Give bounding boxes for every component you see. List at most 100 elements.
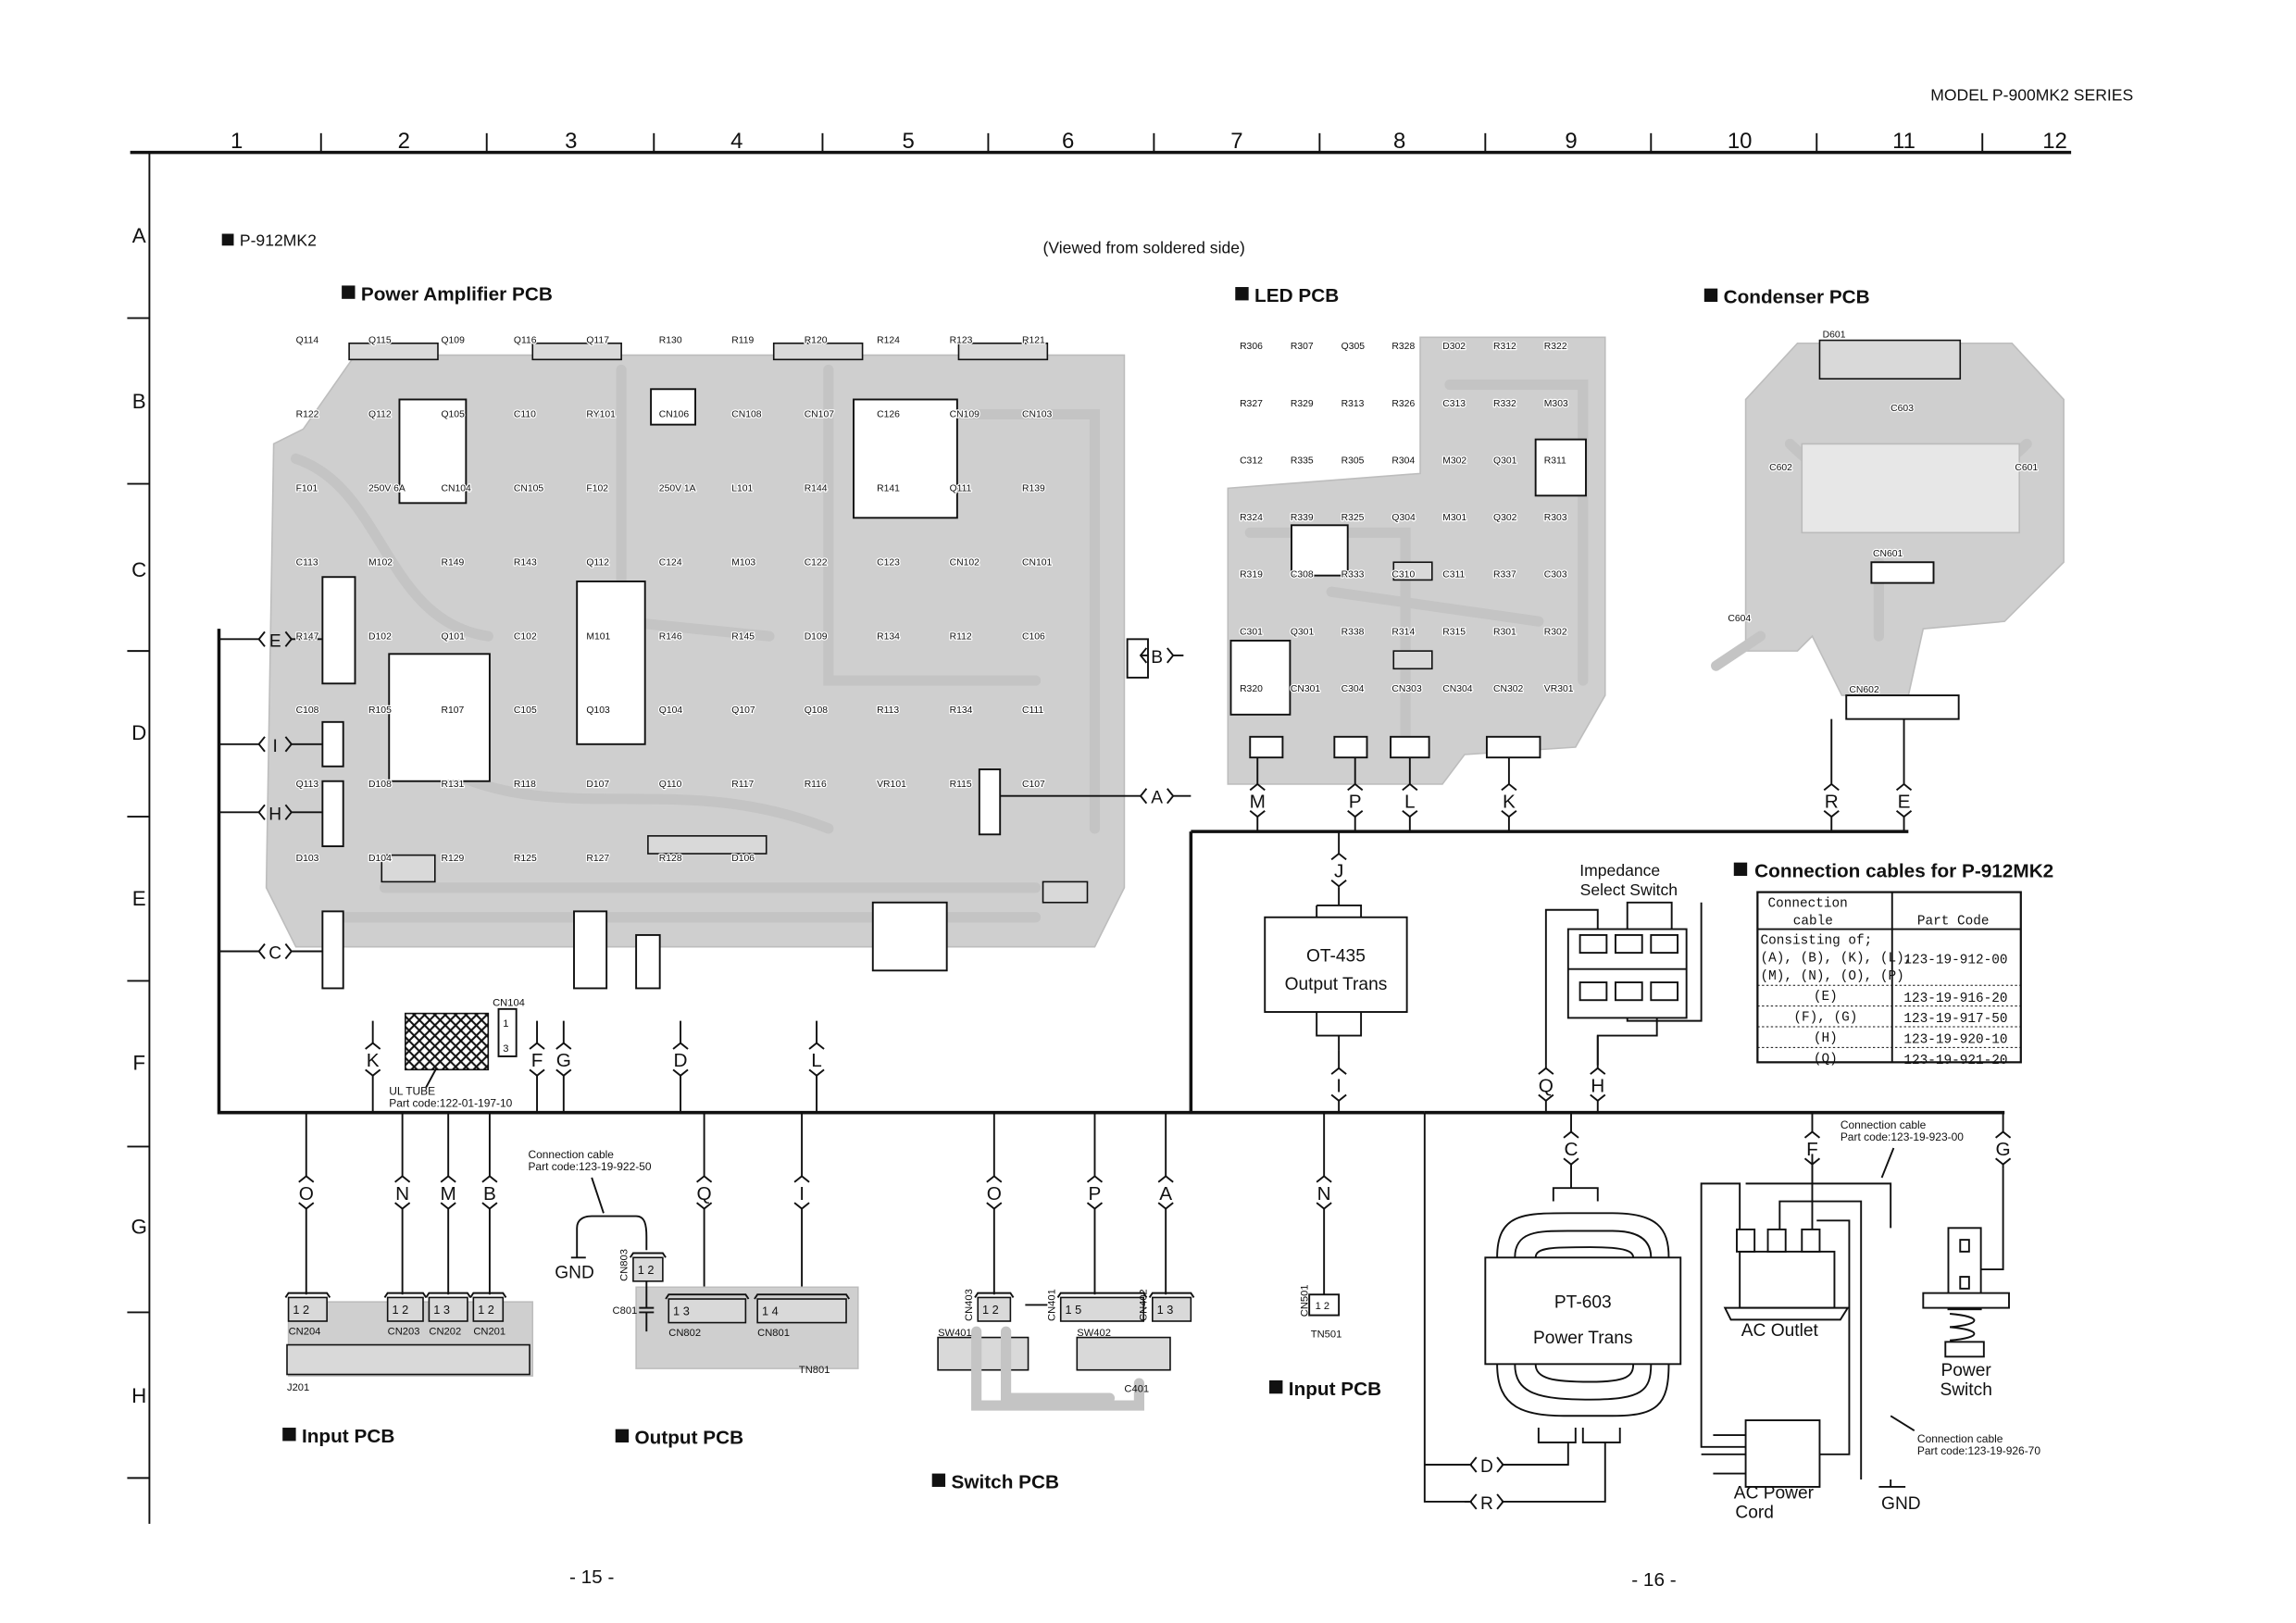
grid-row-label: E xyxy=(132,887,146,910)
part-label: R134 xyxy=(877,631,900,642)
section-title-condenser: Condenser PCB xyxy=(1703,287,1870,308)
part-label: CN106 xyxy=(659,410,690,420)
connector-marker-C: C xyxy=(218,943,323,963)
part-label: M302 xyxy=(1442,456,1466,466)
part-label: CN601 xyxy=(1873,549,1903,559)
connector-pins: 1 2 xyxy=(392,1303,408,1317)
part-label: M301 xyxy=(1442,513,1466,523)
svg-text:Power Amplifier PCB: Power Amplifier PCB xyxy=(361,283,553,305)
input-pcb-right: 1 2 CN501 TN501 xyxy=(1300,1284,1342,1340)
part-label: F102 xyxy=(586,484,608,494)
part-label: Q113 xyxy=(296,780,319,790)
connector-letter: G xyxy=(1996,1139,2011,1160)
part-label: D102 xyxy=(368,631,392,642)
connector-letter: I xyxy=(799,1183,805,1205)
cable-cell: (F), (G) xyxy=(1793,1011,1857,1026)
part-label: C126 xyxy=(877,410,900,420)
connector-letter: F xyxy=(1806,1139,1818,1160)
connector-letter: I xyxy=(1336,1075,1341,1096)
svg-text:AC Outlet: AC Outlet xyxy=(1741,1321,1819,1341)
svg-text:LED PCB: LED PCB xyxy=(1254,285,1339,306)
connector-letter: E xyxy=(269,631,281,651)
section-title-power-amp: Power Amplifier PCB xyxy=(342,283,553,305)
cable-cell: Consisting of; xyxy=(1761,934,1873,949)
part-label: Q305 xyxy=(1341,342,1366,352)
part-label: C105 xyxy=(514,705,537,716)
table-header-cable: Connection xyxy=(1768,897,1848,912)
part-label: R339 xyxy=(1291,513,1314,523)
led-pcb xyxy=(1227,336,1606,785)
part-label: VR101 xyxy=(877,780,906,790)
part-label: C303 xyxy=(1544,570,1567,581)
connector-name: CN801 xyxy=(757,1328,790,1339)
part-label: C108 xyxy=(296,705,319,716)
part-label: M102 xyxy=(368,557,393,568)
part-label: Q112 xyxy=(368,410,392,420)
part-label: R311 xyxy=(1544,456,1566,466)
part-label: D106 xyxy=(731,854,755,864)
part-label: CN303 xyxy=(1391,684,1422,694)
connector-marker-K: K xyxy=(1501,757,1517,832)
svg-text:Power: Power xyxy=(1941,1361,1992,1380)
part-label: R120 xyxy=(805,336,828,346)
connector-letter: F xyxy=(531,1050,543,1071)
ul-tube: CN104 1 3 UL TUBE Part code:122-01-197-1… xyxy=(389,998,525,1110)
svg-text:UL TUBE: UL TUBE xyxy=(389,1085,435,1098)
connector-marker-E: E xyxy=(218,630,323,651)
connector-marker-P: P xyxy=(1086,1112,1104,1295)
part-label: C102 xyxy=(514,631,537,642)
connector-pins: 1 2 xyxy=(982,1303,999,1317)
section-title-cables: Connection cables for P-912MK2 xyxy=(1733,861,2053,882)
connector-marker-G: G xyxy=(1995,1112,2012,1169)
connector-marker-M: M xyxy=(441,1112,456,1295)
part-label: M103 xyxy=(731,557,755,568)
connector-marker-R: R xyxy=(1823,718,1840,832)
svg-text:Switch PCB: Switch PCB xyxy=(951,1472,1059,1493)
connector-name: CN802 xyxy=(668,1328,701,1339)
part-label: CN108 xyxy=(731,410,762,420)
part-label: C122 xyxy=(805,557,828,568)
page-number-left: - 15 - xyxy=(569,1567,614,1588)
cable-cell: (A), (B), (K), (L), xyxy=(1761,952,1913,967)
part-label: D109 xyxy=(805,631,828,642)
connector-marker-L: L xyxy=(1402,757,1418,832)
svg-text:Switch: Switch xyxy=(1940,1380,1991,1400)
svg-text:Part code:122-01-197-10: Part code:122-01-197-10 xyxy=(389,1096,512,1109)
svg-text:Impedance: Impedance xyxy=(1579,861,1660,880)
part-label: R145 xyxy=(731,631,755,642)
ac-mains-section: AC Outlet Power Switch AC Power Cord GND… xyxy=(1700,1118,2040,1523)
part-label: R337 xyxy=(1493,570,1516,581)
part-label: 250V 1A xyxy=(659,484,696,494)
table-row: (Q)123-19-921-20 xyxy=(1814,1052,2008,1068)
connector-letter: I xyxy=(273,737,278,756)
svg-text:Connection cable: Connection cable xyxy=(1841,1118,1927,1131)
power-transformer: PT-603 Power Trans xyxy=(1484,1187,1682,1503)
part-code-cell: 123-19-912-00 xyxy=(1903,953,2007,968)
part-label: C313 xyxy=(1442,399,1466,409)
part-label: Q114 xyxy=(296,336,319,346)
svg-text:Connection cable: Connection cable xyxy=(1917,1432,2003,1445)
part-label: R119 xyxy=(731,336,754,346)
grid-column-label: 11 xyxy=(1892,129,1915,154)
part-label: D601 xyxy=(1823,330,1846,340)
svg-text:AC Power: AC Power xyxy=(1734,1484,1815,1504)
part-label: R113 xyxy=(877,705,899,716)
svg-text:GND: GND xyxy=(1881,1494,1921,1514)
part-label: R127 xyxy=(586,854,609,864)
table-header-part-code: Part Code xyxy=(1917,915,1990,930)
part-label: R144 xyxy=(805,484,828,494)
part-label: C310 xyxy=(1391,570,1415,581)
connector-letter: M xyxy=(1250,792,1266,813)
transistor-ecb xyxy=(772,342,864,361)
connector-letter: P xyxy=(1349,792,1362,813)
part-label: D302 xyxy=(1442,342,1466,352)
connector-letter: B xyxy=(483,1183,496,1205)
part-label: R305 xyxy=(1341,456,1365,466)
grid-column-label: 7 xyxy=(1230,129,1242,154)
svg-text:Part code:123-19-926-70: Part code:123-19-926-70 xyxy=(1917,1444,2040,1457)
gnd-cable-note: Connection cable Part code:123-19-926-70 xyxy=(1890,1415,2040,1457)
